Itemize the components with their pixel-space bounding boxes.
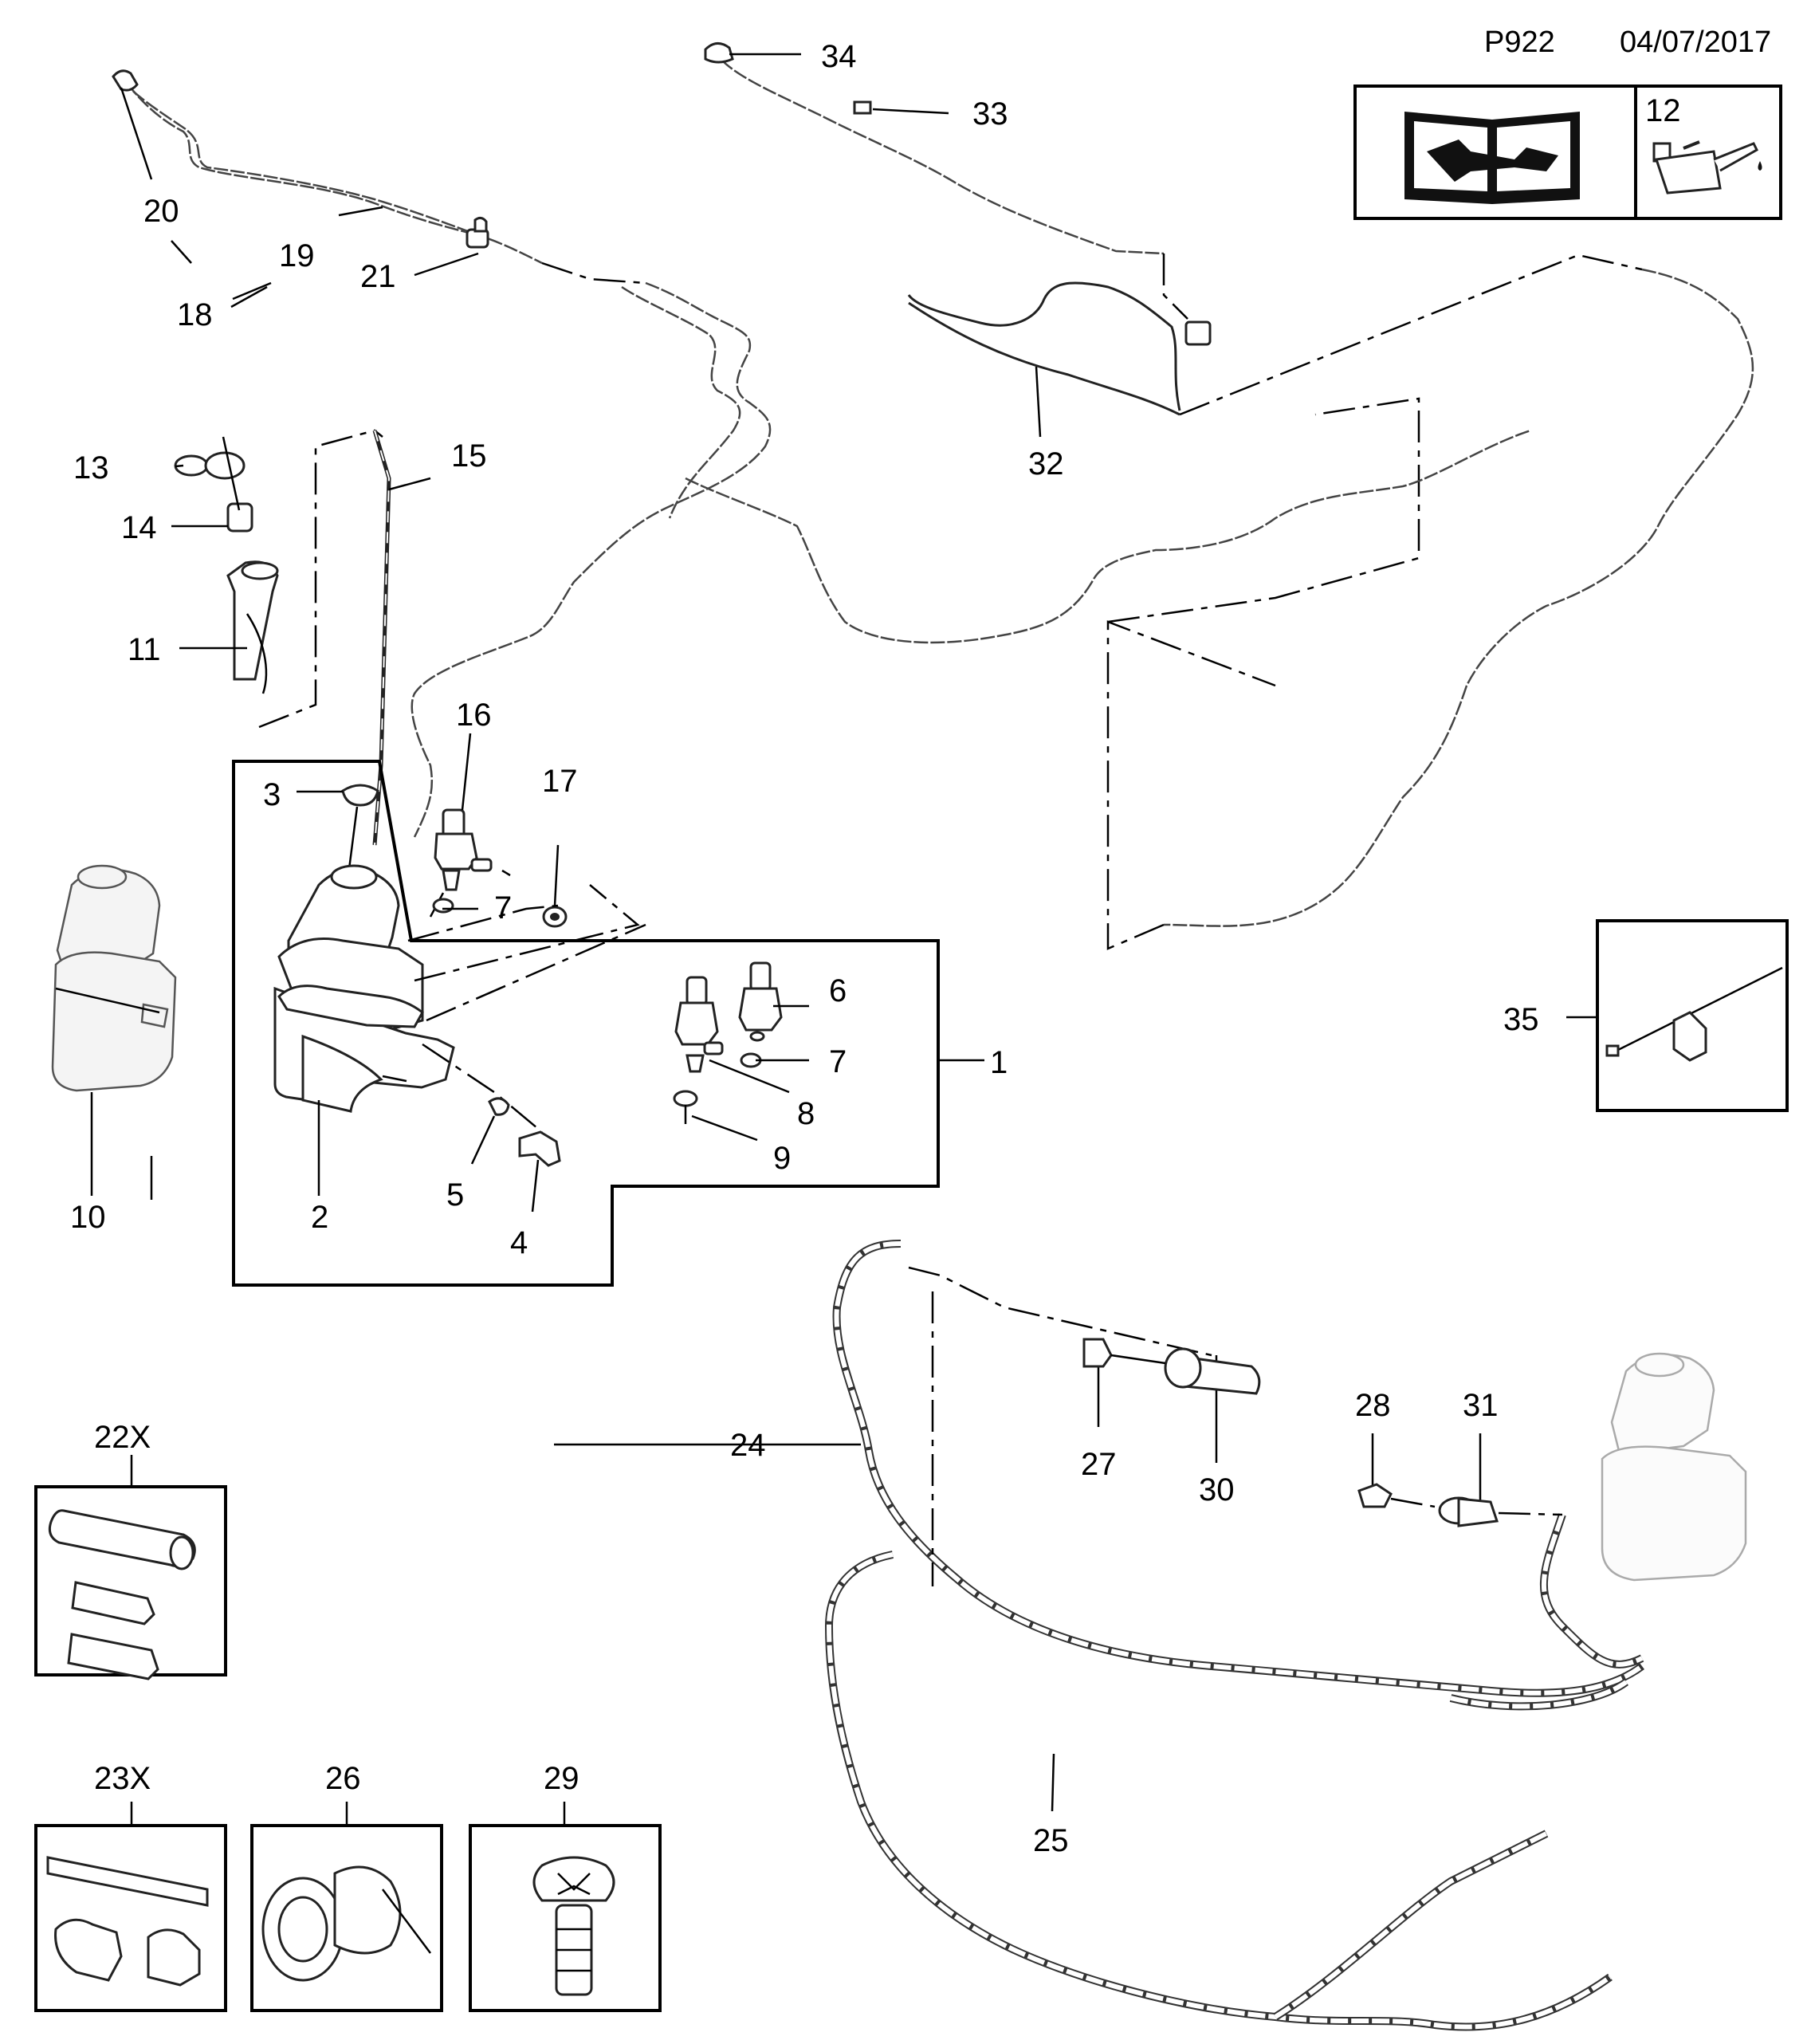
callout-5: 5 xyxy=(446,1177,464,1213)
harness-25 xyxy=(824,1551,1613,2031)
filler-cap-13 xyxy=(174,451,246,480)
callout-4: 4 xyxy=(510,1225,528,1260)
kit-box-1 xyxy=(232,760,984,1287)
callout-6: 6 xyxy=(829,973,847,1008)
callout-33: 33 xyxy=(972,96,1008,132)
connector-27 xyxy=(1082,1338,1113,1368)
manual-wrench-icon xyxy=(1404,112,1580,204)
callout-24: 24 xyxy=(730,1428,766,1463)
grommet-17 xyxy=(542,906,568,928)
callout-7-lower: 7 xyxy=(829,1044,847,1079)
windscreen-hose xyxy=(112,69,489,249)
kit-26 xyxy=(250,1824,443,2012)
callout-labels: 1 2 3 4 5 6 7 7 8 9 10 11 13 14 15 16 17… xyxy=(70,39,1539,1858)
callout-14: 14 xyxy=(121,510,157,545)
oil-can-icon xyxy=(1652,140,1762,195)
callout-28: 28 xyxy=(1355,1388,1391,1423)
pump-6 xyxy=(738,961,783,1042)
tube-15 xyxy=(372,430,391,846)
callout-2: 2 xyxy=(311,1200,328,1235)
seal-9 xyxy=(673,1090,698,1124)
kit-22x xyxy=(34,1485,227,1680)
callout-25: 25 xyxy=(1033,1823,1069,1858)
callout-12: 12 xyxy=(1645,93,1681,128)
reservoir-2 xyxy=(273,864,455,1113)
pump-8 xyxy=(674,976,724,1073)
harness-24 xyxy=(832,1240,1644,1711)
nozzle-20 xyxy=(112,69,139,92)
sensor-30 xyxy=(1164,1347,1261,1395)
rear-nozzle-hose xyxy=(704,42,1188,320)
reservoir-10 xyxy=(51,864,177,1092)
kit-23x xyxy=(34,1824,227,2012)
callout-1: 1 xyxy=(990,1045,1008,1080)
callout-9: 9 xyxy=(773,1141,791,1176)
connector-21 xyxy=(466,216,489,249)
callout-35: 35 xyxy=(1503,1002,1539,1037)
filler-neck-11 xyxy=(226,560,279,694)
callout-32: 32 xyxy=(1028,446,1064,482)
callout-19: 19 xyxy=(279,238,315,273)
clip-33 xyxy=(853,100,872,115)
callout-23x: 23X xyxy=(94,1761,151,1796)
callout-13: 13 xyxy=(73,450,109,485)
callout-29: 29 xyxy=(544,1761,579,1796)
sensor-31 xyxy=(1438,1496,1499,1527)
callout-17: 17 xyxy=(542,764,578,799)
callout-16: 16 xyxy=(456,698,492,733)
callout-21: 21 xyxy=(360,259,396,294)
reservoir-ghost xyxy=(1601,1352,1747,1582)
kit-29 xyxy=(469,1824,662,2012)
callout-22x: 22X xyxy=(94,1420,151,1455)
leaders xyxy=(120,53,1597,1826)
grommet-3 xyxy=(341,784,379,807)
callout-26: 26 xyxy=(325,1761,361,1796)
pump-16 xyxy=(434,808,493,891)
seal-7-upper xyxy=(432,898,454,914)
callout-3: 3 xyxy=(263,777,281,812)
seal-5 xyxy=(488,1097,510,1116)
rear-nozzle-34 xyxy=(704,42,734,64)
callout-20: 20 xyxy=(143,194,179,229)
callout-18: 18 xyxy=(177,297,213,332)
callout-30: 30 xyxy=(1199,1472,1235,1507)
callout-27: 27 xyxy=(1081,1447,1117,1482)
diagram-code: P922 xyxy=(1484,26,1555,59)
callout-31: 31 xyxy=(1463,1388,1499,1423)
kit-35 xyxy=(1596,919,1789,1112)
callout-15: 15 xyxy=(451,438,487,474)
seal-14 xyxy=(226,502,253,533)
callout-34: 34 xyxy=(821,39,857,74)
callout-8: 8 xyxy=(797,1096,815,1131)
info-box: 12 xyxy=(1353,85,1782,220)
body-hose-loop xyxy=(685,254,1754,950)
connector-28 xyxy=(1357,1483,1393,1508)
callout-7-upper: 7 xyxy=(494,890,512,926)
elbow-4 xyxy=(518,1130,561,1167)
callout-11: 11 xyxy=(128,632,161,667)
diagram-date: 04/07/2017 xyxy=(1620,26,1772,59)
callout-10: 10 xyxy=(70,1200,106,1235)
wiring-32 xyxy=(907,281,1212,416)
